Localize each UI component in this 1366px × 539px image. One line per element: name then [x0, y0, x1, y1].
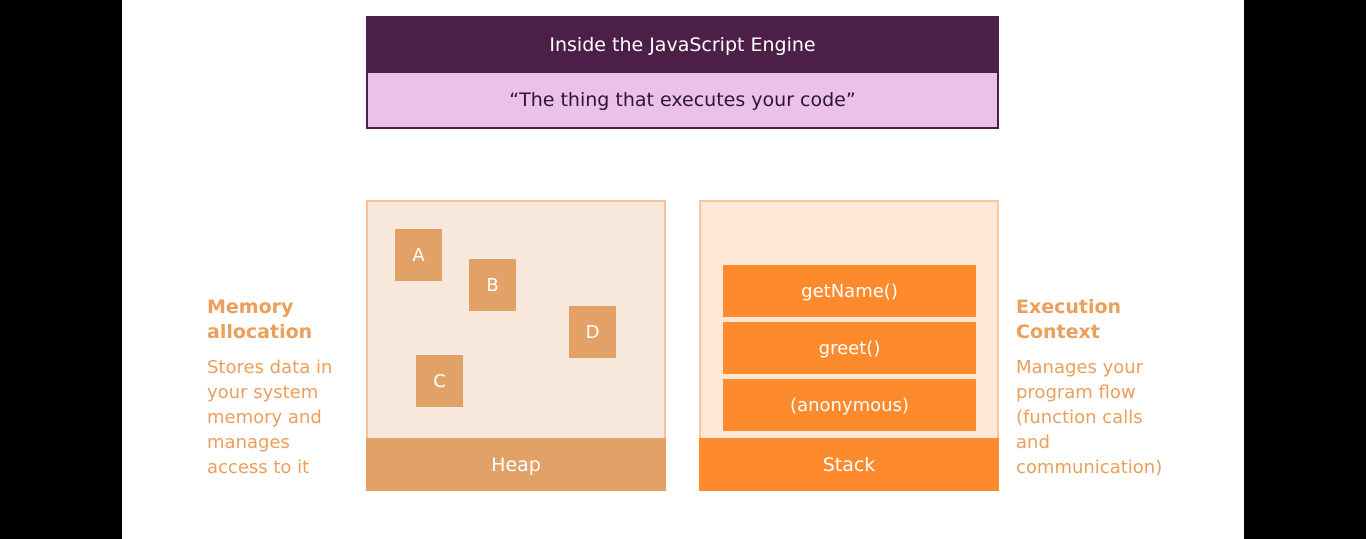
memory-desc-line: your system — [207, 382, 319, 403]
execution-context-text: Execution Context Manages your program f… — [1016, 295, 1196, 480]
memory-desc-line: Stores data in — [207, 357, 333, 378]
memory-description: Stores data in your system memory and ma… — [207, 355, 357, 480]
memory-desc-line: memory and — [207, 407, 322, 428]
heap-item-c: C — [416, 355, 463, 407]
execution-desc-line: Manages your — [1016, 357, 1144, 378]
heap-label: Heap — [366, 438, 666, 491]
memory-heading-line: Memory — [207, 296, 294, 318]
stack-label: Stack — [699, 438, 999, 491]
execution-heading-line: Context — [1016, 321, 1100, 343]
execution-description: Manages your program flow (function call… — [1016, 355, 1196, 480]
heap-item-a: A — [395, 229, 442, 281]
memory-desc-line: access to it — [207, 457, 310, 478]
memory-allocation-text: Memory allocation Stores data in your sy… — [207, 295, 357, 480]
memory-heading-line: allocation — [207, 321, 313, 343]
memory-desc-line: manages — [207, 432, 290, 453]
stack-frame-anonymous: (anonymous) — [723, 379, 976, 431]
engine-subtitle: “The thing that executes your code” — [366, 73, 999, 129]
heap-item-d: D — [569, 306, 616, 358]
execution-heading-line: Execution — [1016, 296, 1122, 318]
execution-desc-line: and — [1016, 432, 1050, 453]
slide: Inside the JavaScript Engine “The thing … — [122, 0, 1244, 539]
execution-desc-line: (function calls — [1016, 407, 1143, 428]
stack-frame-getname: getName() — [723, 265, 976, 317]
heap-item-b: B — [469, 259, 516, 311]
execution-desc-line: communication) — [1016, 457, 1163, 478]
engine-title: Inside the JavaScript Engine — [366, 16, 999, 73]
execution-desc-line: program flow — [1016, 382, 1136, 403]
memory-heading: Memory allocation — [207, 295, 357, 345]
execution-heading: Execution Context — [1016, 295, 1196, 345]
stack-frame-greet: greet() — [723, 322, 976, 374]
